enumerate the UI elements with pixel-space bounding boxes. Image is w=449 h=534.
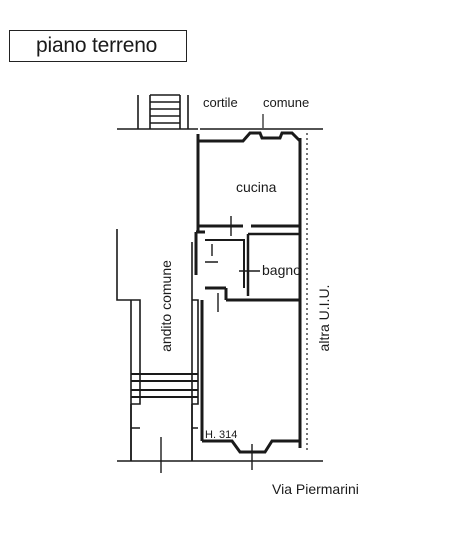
andito-inner-right [192,299,199,405]
label-street: Via Piermarini [272,481,359,497]
outer-wall-bottom [202,439,300,454]
label-cortile: cortile [203,95,238,110]
outer-wall-top [198,131,302,143]
door-hall [205,244,218,263]
room-label-bagno: bagno [262,262,301,278]
wall-hall-bottom [205,286,300,302]
stair-top [137,94,189,129]
label-comune: comune [263,95,310,110]
lower-box [130,404,198,461]
andito-outline [116,229,132,461]
wall-hall-left [194,230,205,275]
andito-inner-left [131,299,141,405]
andito-steps [131,373,198,398]
floor-title: piano terreno [9,30,187,62]
height-annotation: H. 314 [205,429,238,441]
label-altra-uiu: altra U.I.U. [316,284,332,352]
wall-hall-inner [205,239,245,288]
wall-bagno [246,232,300,296]
room-label-cucina: cucina [236,179,277,195]
label-andito-comune: andito comune [158,260,174,352]
